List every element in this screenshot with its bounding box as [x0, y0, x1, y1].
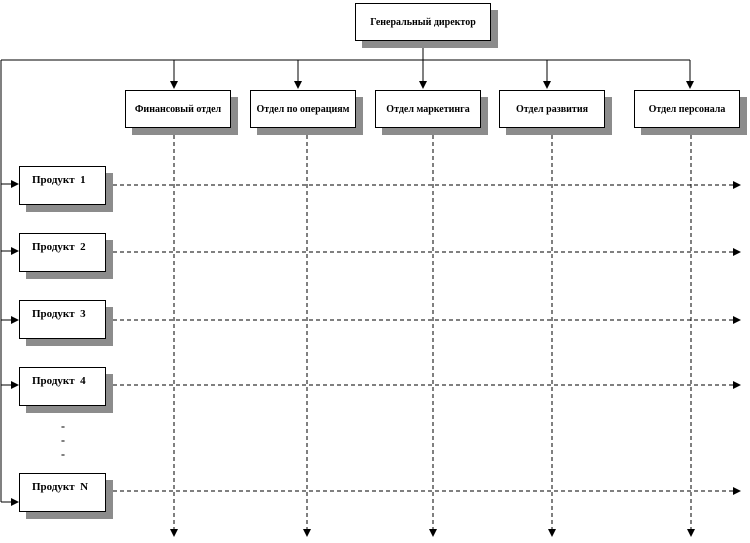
product-label: Продукт 1 — [32, 174, 86, 186]
department-box-development: Отдел развития — [499, 90, 605, 128]
department-label: Финансовый отдел — [134, 103, 222, 115]
product-box-3: Продукт 3 — [19, 300, 106, 339]
ellipsis-dash: - — [61, 433, 65, 447]
product-box-4: Продукт 4 — [19, 367, 106, 406]
department-label: Отдел персонала — [648, 103, 726, 115]
product-box-n: Продукт N — [19, 473, 106, 512]
department-box-operations: Отдел по операциям — [250, 90, 356, 128]
ellipsis-dash: - — [61, 447, 65, 461]
product-box-1: Продукт 1 — [19, 166, 106, 205]
department-box-personnel: Отдел персонала — [634, 90, 740, 128]
department-label: Отдел по операциям — [256, 103, 350, 115]
ellipsis-dash: - — [61, 419, 65, 433]
ceo-box: Генеральный директор — [355, 3, 491, 41]
product-label: Продукт 4 — [32, 375, 86, 387]
product-label: Продукт 2 — [32, 241, 86, 253]
product-box-2: Продукт 2 — [19, 233, 106, 272]
department-label: Отдел маркетинга — [386, 103, 470, 115]
department-label: Отдел развития — [516, 103, 588, 115]
department-box-marketing: Отдел маркетинга — [375, 90, 481, 128]
product-label: Продукт N — [32, 481, 89, 493]
product-label: Продукт 3 — [32, 308, 86, 320]
department-box-finance: Финансовый отдел — [125, 90, 231, 128]
ceo-label: Генеральный директор — [370, 16, 476, 28]
